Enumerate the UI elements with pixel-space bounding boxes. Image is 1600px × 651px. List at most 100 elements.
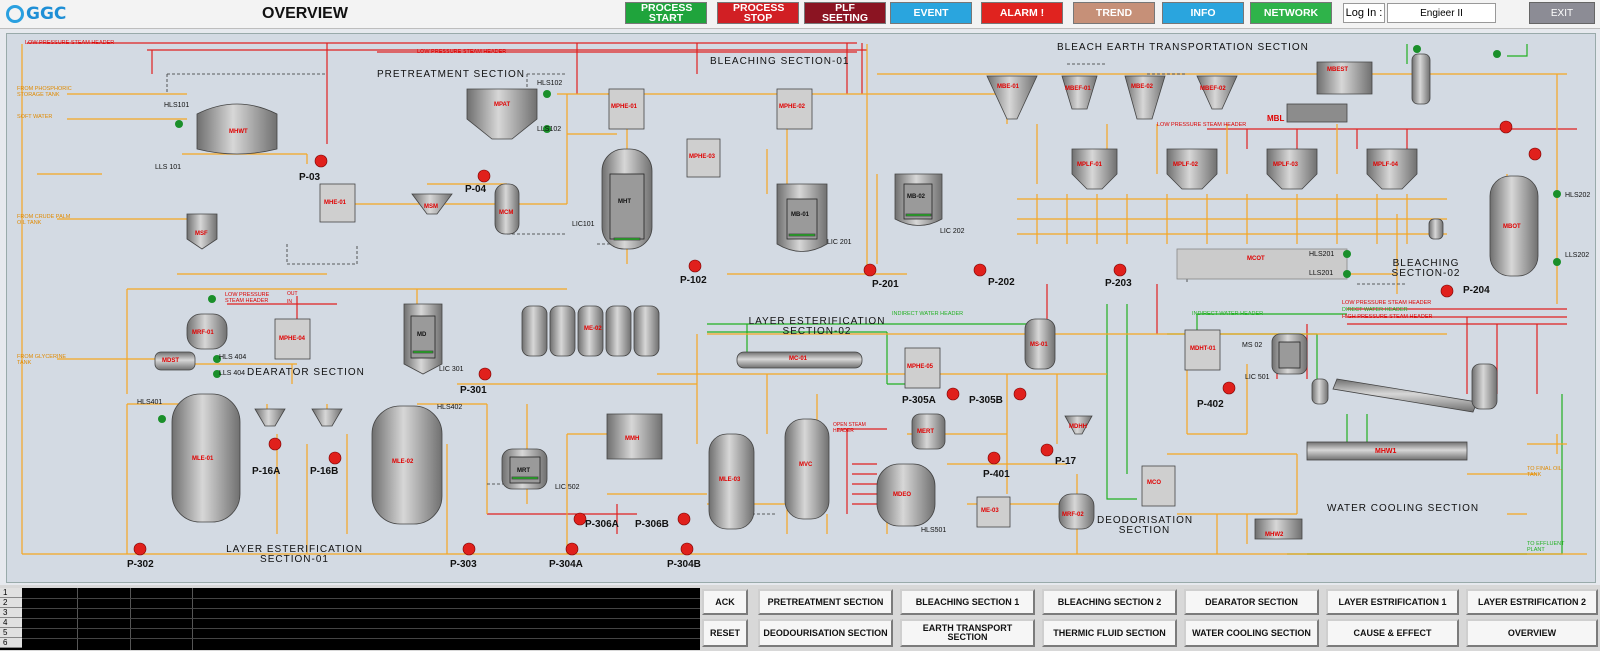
pump-icons bbox=[133, 120, 1542, 556]
stream-indirect-water-1: INDIRECT WATER HEADER bbox=[892, 311, 964, 317]
nav-cause-effect[interactable]: CAUSE & EFFECT bbox=[1326, 619, 1459, 647]
label-mvc: MVC bbox=[799, 462, 813, 468]
tag-lic101: LIC101 bbox=[572, 221, 595, 228]
trend-button[interactable]: TREND bbox=[1073, 2, 1155, 24]
page-title: OVERVIEW bbox=[262, 5, 348, 22]
tag-hls404: HLS 404 bbox=[219, 354, 247, 361]
alarm-row-number: 3 bbox=[0, 608, 22, 618]
nav-pretreatment-section[interactable]: PRETREATMENT SECTION bbox=[758, 589, 893, 615]
label-mbe1: MBE-01 bbox=[997, 84, 1020, 90]
nav-thermic-fluid-section[interactable]: THERMIC FLUID SECTION bbox=[1042, 619, 1177, 647]
alarm-button[interactable]: ALARM ! bbox=[981, 2, 1063, 24]
alarm-column-divider bbox=[77, 588, 78, 650]
pump-p305a[interactable]: P-305A bbox=[902, 395, 936, 406]
pump-p16a[interactable]: P-16A bbox=[252, 466, 281, 477]
stream-open-steam: OPEN STEAM HEADER bbox=[833, 422, 866, 434]
piping-diagram bbox=[21, 42, 1587, 555]
ack-button[interactable]: ACK bbox=[702, 589, 748, 615]
label-msf: MSF bbox=[195, 231, 208, 237]
logo-text: GGC bbox=[26, 4, 67, 24]
section-bleach-earth: BLEACH EARTH TRANSPORTATION SECTION bbox=[1057, 42, 1309, 53]
nav-earth-transport-section[interactable]: EARTH TRANSPORT SECTION bbox=[900, 619, 1035, 647]
bottom-panel: 1 2 3 4 5 6 ACK RESET PRETREATMENT SECTI… bbox=[0, 585, 1600, 651]
label-mphe5: MPHE-05 bbox=[907, 364, 934, 370]
label-mphe4: MPHE-04 bbox=[279, 336, 306, 342]
nav-dearator-section[interactable]: DEARATOR SECTION bbox=[1184, 589, 1319, 615]
nav-overview[interactable]: OVERVIEW bbox=[1466, 619, 1598, 647]
alarm-row-divider bbox=[22, 638, 700, 639]
label-mle01: MLE-01 bbox=[192, 456, 214, 462]
tag-hls102: HLS102 bbox=[537, 80, 563, 87]
stream-from-phosphoric: FROM PHOSPHORIC STORAGE TANK bbox=[17, 86, 72, 98]
event-button[interactable]: EVENT bbox=[890, 2, 972, 24]
section-pretreatment: PRETREATMENT SECTION bbox=[377, 69, 525, 80]
exit-button[interactable]: EXIT bbox=[1529, 2, 1595, 24]
pump-p305b[interactable]: P-305B bbox=[969, 395, 1003, 406]
pump-p402[interactable]: P-402 bbox=[1197, 399, 1224, 410]
label-mle02: MLE-02 bbox=[392, 459, 414, 465]
stream-to-final-oil: TO FINAL OIL TANK bbox=[1527, 466, 1562, 478]
pump-p306a[interactable]: P-306A bbox=[585, 519, 619, 530]
stream-from-glycerine: FROM GLYCERINE TANK bbox=[17, 354, 67, 366]
nav-bleaching-section-1[interactable]: BLEACHING SECTION 1 bbox=[900, 589, 1035, 615]
plf-setting-button[interactable]: PLF SEETING bbox=[804, 2, 886, 24]
process-stop-button[interactable]: PROCESS STOP bbox=[717, 2, 799, 24]
pump-p102[interactable]: P-102 bbox=[680, 275, 707, 286]
pump-p202[interactable]: P-202 bbox=[988, 277, 1015, 288]
label-mdhh: MDHH bbox=[1069, 424, 1087, 430]
label-mplf1: MPLF-01 bbox=[1077, 162, 1103, 168]
label-mphe3: MPHE-03 bbox=[689, 154, 716, 160]
label-mb02: MB-02 bbox=[907, 194, 926, 200]
label-mpat: MPAT bbox=[494, 102, 511, 108]
pump-p16b[interactable]: P-16B bbox=[310, 466, 339, 477]
nav-water-cooling-section[interactable]: WATER COOLING SECTION bbox=[1184, 619, 1319, 647]
process-diagram: MHWT MPAT MPHE-01 MPHE-02 MHT MPHE-03 MB… bbox=[6, 33, 1596, 583]
label-me03: ME-03 bbox=[981, 508, 999, 514]
tag-hls402: HLS402 bbox=[437, 404, 463, 411]
stream-indirect-water-2: INDIRECT WATER HEADER bbox=[1192, 311, 1264, 317]
label-mbl: MBL bbox=[1267, 114, 1285, 123]
tag-in: IN bbox=[287, 299, 292, 305]
label-mdst: MDST bbox=[162, 358, 179, 364]
label-mrf1: MRF-01 bbox=[192, 330, 214, 336]
label-mb01: MB-01 bbox=[791, 212, 810, 218]
pump-p303[interactable]: P-303 bbox=[450, 559, 477, 570]
pump-p301[interactable]: P-301 bbox=[460, 385, 487, 396]
tag-ms02: MS 02 bbox=[1242, 342, 1263, 349]
reset-button[interactable]: RESET bbox=[702, 619, 748, 647]
process-start-button[interactable]: PROCESS START bbox=[625, 2, 707, 24]
label-mplf2: MPLF-02 bbox=[1173, 162, 1199, 168]
nav-layer-estrification-2[interactable]: LAYER ESTRIFICATION 2 bbox=[1466, 589, 1598, 615]
label-me02: ME-02 bbox=[584, 326, 602, 332]
label-mle03: MLE-03 bbox=[719, 477, 741, 483]
pump-p304a[interactable]: P-304A bbox=[549, 559, 583, 570]
tag-out: OUT bbox=[287, 291, 298, 297]
section-bleaching-1: BLEACHING SECTION-01 bbox=[710, 56, 850, 67]
tag-hls501: HLS501 bbox=[921, 527, 947, 534]
network-button[interactable]: NETWORK bbox=[1250, 2, 1332, 24]
pump-p302[interactable]: P-302 bbox=[127, 559, 154, 570]
pump-p401[interactable]: P-401 bbox=[983, 469, 1010, 480]
pump-p17[interactable]: P-17 bbox=[1055, 456, 1077, 467]
pump-p201[interactable]: P-201 bbox=[872, 279, 899, 290]
pump-p203[interactable]: P-203 bbox=[1105, 278, 1132, 289]
label-mbot: MBOT bbox=[1503, 224, 1521, 230]
info-button[interactable]: INFO bbox=[1162, 2, 1244, 24]
alarm-list[interactable]: 1 2 3 4 5 6 bbox=[0, 588, 700, 650]
section-layer-1: LAYER ESTERIFICATION SECTION-01 bbox=[226, 544, 363, 565]
stream-from-crude: FROM CRUDE PALM OIL TANK bbox=[17, 214, 71, 226]
nav-deodourisation-section[interactable]: DEODOURISATION SECTION bbox=[758, 619, 893, 647]
login-user-field[interactable]: Engieer II bbox=[1387, 3, 1496, 23]
tag-lic301: LIC 301 bbox=[439, 366, 464, 373]
nav-layer-estrification-1[interactable]: LAYER ESTRIFICATION 1 bbox=[1326, 589, 1459, 615]
pump-p03[interactable]: P-03 bbox=[299, 172, 321, 183]
label-mhw2: MHW2 bbox=[1265, 532, 1284, 538]
tag-lic201: LIC 201 bbox=[827, 239, 852, 246]
pump-p04[interactable]: P-04 bbox=[465, 184, 487, 195]
pump-p306b[interactable]: P-306B bbox=[635, 519, 669, 530]
stream-lp-steam-wc: LOW PRESSURE STEAM HEADER bbox=[1342, 300, 1432, 306]
label-mphe1: MPHE-01 bbox=[611, 104, 638, 110]
pump-p304b[interactable]: P-304B bbox=[667, 559, 701, 570]
pump-p204[interactable]: P-204 bbox=[1463, 285, 1490, 296]
nav-bleaching-section-2[interactable]: BLEACHING SECTION 2 bbox=[1042, 589, 1177, 615]
